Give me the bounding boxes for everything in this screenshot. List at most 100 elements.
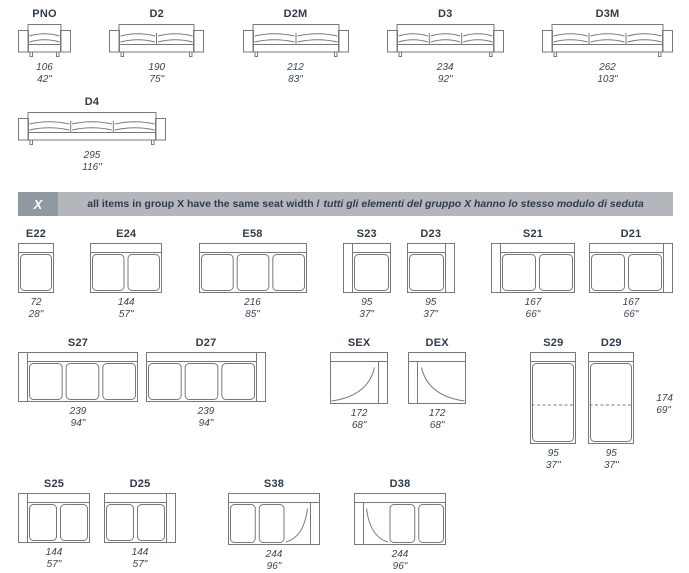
- module-plan-drawing: [90, 243, 163, 293]
- dimension-cm: 172: [428, 408, 446, 419]
- sofa-front-drawing: [386, 24, 504, 57]
- dimension-cm: 212: [287, 62, 304, 73]
- module-code: D27: [195, 337, 217, 349]
- module-code: D21: [620, 228, 642, 240]
- module-code: S27: [67, 337, 89, 349]
- module-plan-drawing: [18, 493, 90, 543]
- corner-module-drawing: [330, 352, 389, 404]
- dimension-inch: 66": [525, 309, 541, 320]
- module-dimensions: 239 94": [70, 406, 87, 430]
- sofa-front-drawing: [18, 24, 71, 57]
- module-dimensions: 239 94": [198, 406, 215, 430]
- pair-s21-d21: S21 167 66" D21 167 66": [491, 228, 673, 321]
- dimension-inch: 28": [28, 309, 44, 320]
- dimension-inch: 69": [656, 404, 671, 416]
- module-dimensions: 144 57": [132, 547, 149, 571]
- module-dimensions: 172 68": [351, 408, 368, 432]
- module-s27: S27 239 94": [18, 337, 138, 430]
- dimension-cm: 72: [30, 297, 42, 308]
- dimension-cm: 167: [524, 297, 542, 308]
- dimension-cm: 144: [131, 547, 149, 558]
- module-dex: DEX 172 68": [408, 337, 467, 432]
- pair-s29-d29: S29 95 37" D29 95 37" 174 69": [530, 337, 673, 472]
- module-plan-drawing: [198, 243, 307, 293]
- dimension-cm: 95: [425, 297, 437, 308]
- module-code: S29: [543, 337, 564, 349]
- module-dimensions: 106 42": [36, 62, 53, 86]
- dimension-cm: 190: [148, 62, 166, 73]
- dimension-inch: 94": [70, 418, 86, 429]
- module-sex: SEX 172 68": [330, 337, 389, 432]
- module-dimensions: 167 66": [525, 297, 542, 321]
- sofa-front-drawing: [242, 24, 349, 57]
- module-d27: D27 239 94": [146, 337, 266, 430]
- dimension-cm: 239: [69, 406, 87, 417]
- dimension-inch: 57": [46, 559, 62, 570]
- dimension-cm: 172: [350, 408, 368, 419]
- dimension-inch: 83": [288, 74, 303, 85]
- module-code: S38: [263, 478, 285, 490]
- chaise-depth-dimension: 174 69": [656, 393, 673, 417]
- dimension-inch: 96": [266, 561, 282, 572]
- dimension-inch: 68": [429, 420, 445, 431]
- module-s38: S38 244 96": [228, 478, 320, 573]
- dimension-inch: 37": [359, 309, 375, 320]
- module-plan-drawing: [104, 493, 176, 543]
- dimension-cm: 216: [244, 297, 261, 308]
- corner-sofa-drawing: [354, 493, 446, 545]
- dimension-inch: 94": [198, 418, 214, 429]
- module-code: DEX: [425, 337, 449, 349]
- module-code: D4: [84, 96, 100, 108]
- group-x-note: all items in group X have the same seat …: [58, 192, 673, 216]
- pair-s25-d25: S25 144 57" D25 144 57": [18, 478, 176, 571]
- module-code: D25: [129, 478, 151, 490]
- module-code: D3M: [595, 8, 620, 20]
- sofa-front-drawing: [109, 24, 205, 57]
- sofa-front-drawing: [542, 24, 673, 57]
- dimension-cm: 95: [547, 448, 559, 459]
- module-d23: D23 95 37": [406, 228, 455, 321]
- pair-s27-d27: S27 239 94" D27 239 94": [18, 337, 266, 430]
- dimension-cm: 95: [605, 448, 617, 459]
- module-plan-drawing: [18, 243, 54, 293]
- module-d3m: D3M 262 103": [542, 8, 673, 86]
- group-x-banner: X all items in group X have the same sea…: [18, 192, 673, 216]
- dimension-cm: 244: [265, 549, 283, 560]
- module-plan-drawing: [18, 352, 138, 402]
- module-code: SEX: [347, 337, 371, 349]
- dimension-cm: 234: [436, 62, 454, 73]
- module-d2m: D2M 212 83": [242, 8, 349, 86]
- module-dimensions: 212 83": [287, 62, 304, 86]
- module-code: S25: [43, 478, 65, 490]
- corner-sofa-drawing: [228, 493, 320, 545]
- module-s23: S23 95 37": [342, 228, 391, 321]
- dimension-inch: 92": [437, 74, 453, 85]
- module-code: D2: [149, 8, 164, 20]
- group-x-note-it: tutti gli elementi del gruppo X hanno lo…: [323, 198, 644, 210]
- module-code: D3: [438, 8, 453, 20]
- dimension-inch: 37": [545, 460, 561, 471]
- module-plan-drawing: [491, 243, 575, 293]
- module-code: E58: [242, 228, 263, 240]
- module-plan-drawing: [589, 243, 673, 293]
- module-dimensions: 295 116": [82, 150, 102, 174]
- group-x-tab: X: [18, 192, 58, 216]
- module-dimensions: 244 96": [392, 549, 409, 573]
- module-code: D23: [420, 228, 442, 240]
- chaise-module-drawing: [530, 352, 577, 444]
- module-e58: E58 216 85": [198, 228, 307, 321]
- module-d25: D25 144 57": [104, 478, 176, 571]
- module-dimensions: 234 92": [437, 62, 454, 86]
- module-plan-drawing: [146, 352, 266, 402]
- pair-s23-d23: S23 95 37" D23 95 37": [342, 228, 455, 321]
- module-d29: D29 95 37": [588, 337, 635, 472]
- module-dimensions: 72 28": [29, 297, 44, 321]
- dimension-inch: 42": [37, 74, 52, 85]
- module-e22: E22 72 28": [18, 228, 54, 321]
- dimension-inch: 96": [392, 561, 408, 572]
- module-plan-drawing: [406, 243, 455, 293]
- dimension-cm: 144: [117, 297, 135, 308]
- module-code: E22: [25, 228, 47, 240]
- dimension-inch: 37": [423, 309, 439, 320]
- dimension-inch: 66": [623, 309, 639, 320]
